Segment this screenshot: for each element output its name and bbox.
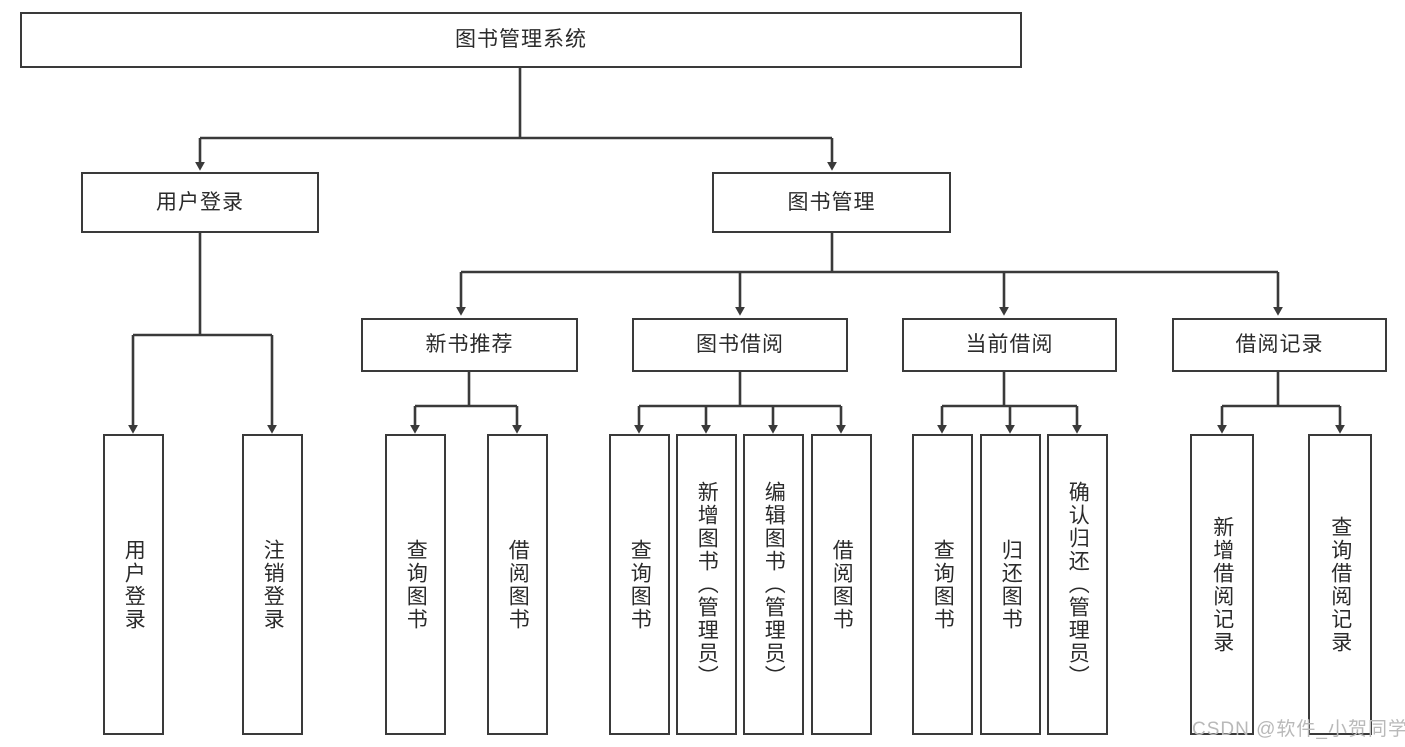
node-label: 借阅图书 <box>506 538 530 631</box>
leaf-bookborrow-query-book[interactable]: 查询图书 <box>609 434 670 735</box>
leaf-borrowrecord-query-record[interactable]: 查询借阅记录 <box>1308 434 1372 735</box>
node-label: 新书推荐 <box>425 333 514 357</box>
node-label: 用户登录 <box>122 538 146 631</box>
node-label: 编辑图书（管理员） <box>762 481 786 688</box>
watermark-text: CSDN @软件_小贺同学 <box>1192 719 1405 740</box>
node-borrow-record[interactable]: 借阅记录 <box>1172 318 1387 372</box>
node-label: 查询图书 <box>404 538 428 631</box>
node-label: 图书管理 <box>787 190 876 214</box>
leaf-bookborrow-borrow-book[interactable]: 借阅图书 <box>811 434 872 735</box>
node-label: 新增借阅记录 <box>1210 515 1234 654</box>
node-book-borrow[interactable]: 图书借阅 <box>632 318 848 372</box>
node-label: 确认归还（管理员） <box>1066 481 1090 688</box>
node-book-management[interactable]: 图书管理 <box>712 172 951 233</box>
leaf-bookborrow-add-book-admin[interactable]: 新增图书（管理员） <box>676 434 737 735</box>
node-label: 图书管理系统 <box>455 28 587 52</box>
node-user-login[interactable]: 用户登录 <box>81 172 319 233</box>
node-label: 借阅图书 <box>830 538 854 631</box>
leaf-user-login[interactable]: 用户登录 <box>103 434 164 735</box>
node-label: 注销登录 <box>261 538 285 631</box>
node-current-borrow[interactable]: 当前借阅 <box>902 318 1117 372</box>
leaf-newbook-query-book[interactable]: 查询图书 <box>385 434 446 735</box>
leaf-bookborrow-edit-book-admin[interactable]: 编辑图书（管理员） <box>743 434 804 735</box>
leaf-borrowrecord-add-record[interactable]: 新增借阅记录 <box>1190 434 1254 735</box>
node-label: 查询图书 <box>628 538 652 631</box>
node-label: 借阅记录 <box>1235 333 1324 357</box>
leaf-logout[interactable]: 注销登录 <box>242 434 303 735</box>
node-root-book-management-system[interactable]: 图书管理系统 <box>20 12 1022 68</box>
node-label: 当前借阅 <box>965 333 1054 357</box>
node-new-book-recommend[interactable]: 新书推荐 <box>361 318 578 372</box>
leaf-currentborrow-query-book[interactable]: 查询图书 <box>912 434 973 735</box>
node-label: 用户登录 <box>156 190 244 214</box>
node-label: 新增图书（管理员） <box>695 481 719 688</box>
node-label: 查询图书 <box>931 538 955 631</box>
leaf-newbook-borrow-book[interactable]: 借阅图书 <box>487 434 548 735</box>
node-label: 查询借阅记录 <box>1328 515 1352 654</box>
leaf-currentborrow-return-book[interactable]: 归还图书 <box>980 434 1041 735</box>
node-label: 归还图书 <box>999 538 1023 631</box>
node-label: 图书借阅 <box>696 333 784 357</box>
leaf-currentborrow-confirm-return-admin[interactable]: 确认归还（管理员） <box>1047 434 1108 735</box>
